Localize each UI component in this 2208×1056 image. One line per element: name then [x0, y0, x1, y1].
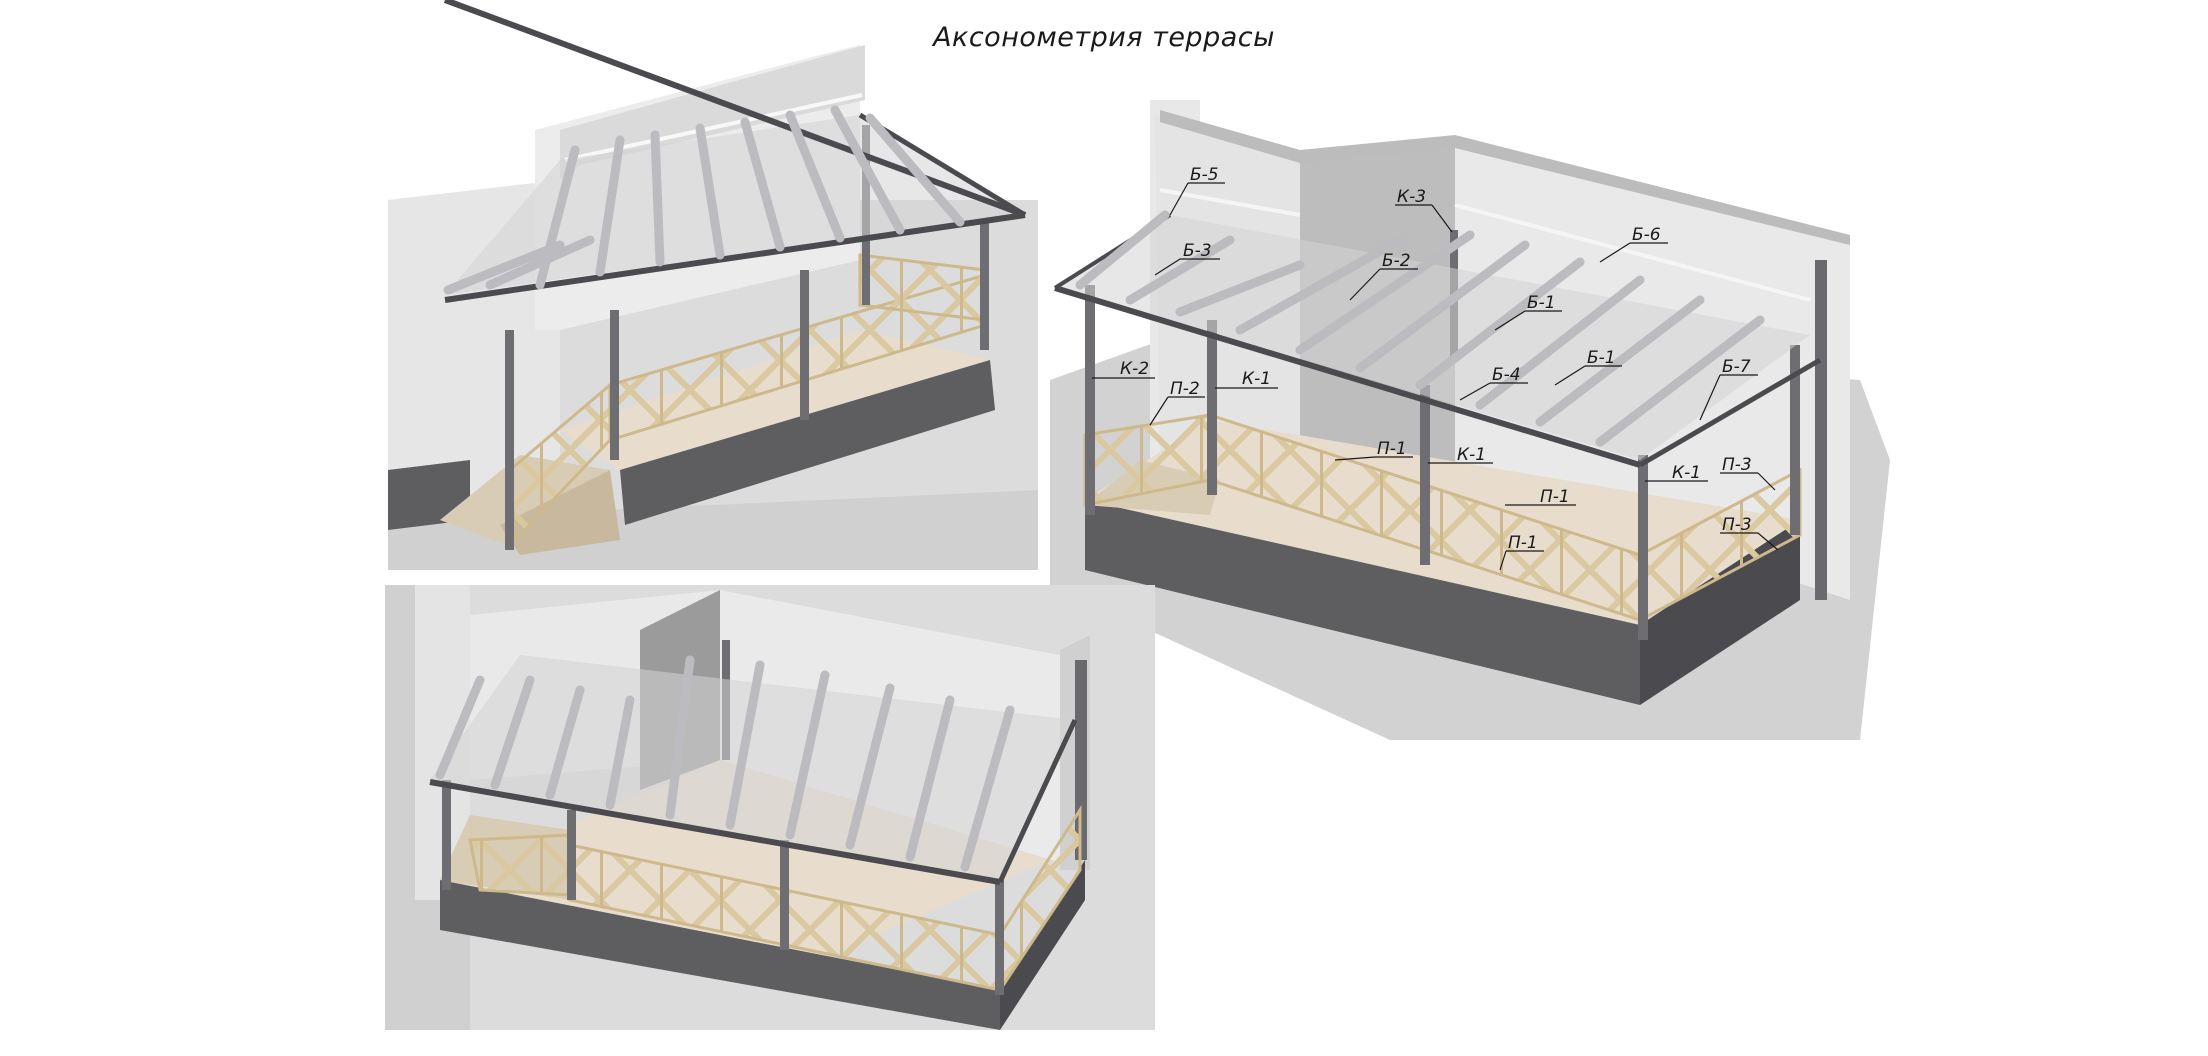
column-right-back [1790, 345, 1800, 535]
roof-beam-right [997, 718, 1078, 884]
label-b7: Б-7 [1722, 357, 1751, 377]
foundation-front [1085, 500, 1640, 705]
column-1 [505, 330, 514, 550]
label-b5: Б-5 [1190, 165, 1219, 185]
column-k1-left [1207, 320, 1217, 495]
stairs-side [500, 470, 620, 555]
foundation-front [620, 360, 995, 525]
roof-rafters [1075, 210, 1765, 447]
column-1 [442, 780, 451, 890]
label-b2: Б-2 [1382, 251, 1411, 271]
label-k3: К-3 [1397, 187, 1426, 207]
label-p2: П-2 [1170, 379, 1200, 399]
column-3 [800, 270, 809, 420]
column-2 [567, 810, 576, 900]
label-p1c: П-1 [1508, 533, 1538, 553]
roof-rafters [435, 655, 1015, 872]
roof-rafters [443, 105, 965, 295]
label-p3b: П-3 [1722, 515, 1752, 535]
column-k1-right [1638, 455, 1648, 640]
wall-left [415, 585, 470, 900]
column-4 [995, 880, 1004, 995]
view-top-left [388, 0, 1038, 570]
foundation-side [1640, 520, 1800, 705]
column-4 [980, 220, 989, 350]
label-p3a: П-3 [1722, 455, 1752, 475]
label-b1a: Б-1 [1527, 293, 1556, 313]
column-2 [610, 310, 619, 460]
label-b3: Б-3 [1183, 241, 1212, 261]
label-b6: Б-6 [1632, 225, 1661, 245]
column-3 [780, 840, 789, 950]
downpipe [1815, 260, 1827, 600]
roof-beam-front [1054, 285, 1641, 468]
roof-beam-right [1638, 357, 1822, 468]
wall-trim-2 [1454, 203, 1811, 302]
callout-labels: Б-5 Б-3 К-3 Б-2 Б-6 Б-1 Б-1 К-2 П-2 К-1 … [1092, 165, 1779, 571]
label-k1c: К-1 [1672, 463, 1701, 483]
roof-plane [430, 655, 1075, 880]
roof-plane [1055, 215, 1810, 460]
foundation-front [440, 880, 1000, 1030]
label-b1b: Б-1 [1587, 348, 1616, 368]
column-k1-mid [1420, 385, 1430, 565]
railing-stairs [468, 833, 572, 897]
downpipe [1075, 660, 1087, 860]
view-right: Б-5 Б-3 К-3 Б-2 Б-6 Б-1 Б-1 К-2 П-2 К-1 … [1050, 100, 1890, 740]
label-p1a: П-1 [1377, 439, 1407, 459]
roof-beam-front [429, 779, 1001, 885]
deck-floor [560, 330, 990, 470]
label-b4: Б-4 [1492, 365, 1521, 385]
column-k2 [1085, 285, 1095, 515]
foundation-side [1000, 860, 1085, 1030]
label-k2: К-2 [1120, 359, 1149, 379]
drawing-title: Аксонометрия террасы [933, 22, 1275, 53]
label-k1b: К-1 [1457, 445, 1486, 465]
wall-trim [1159, 188, 1301, 217]
label-k1a: К-1 [1242, 369, 1271, 389]
label-p1b: П-1 [1540, 487, 1570, 507]
view-bottom-left [385, 585, 1155, 1030]
